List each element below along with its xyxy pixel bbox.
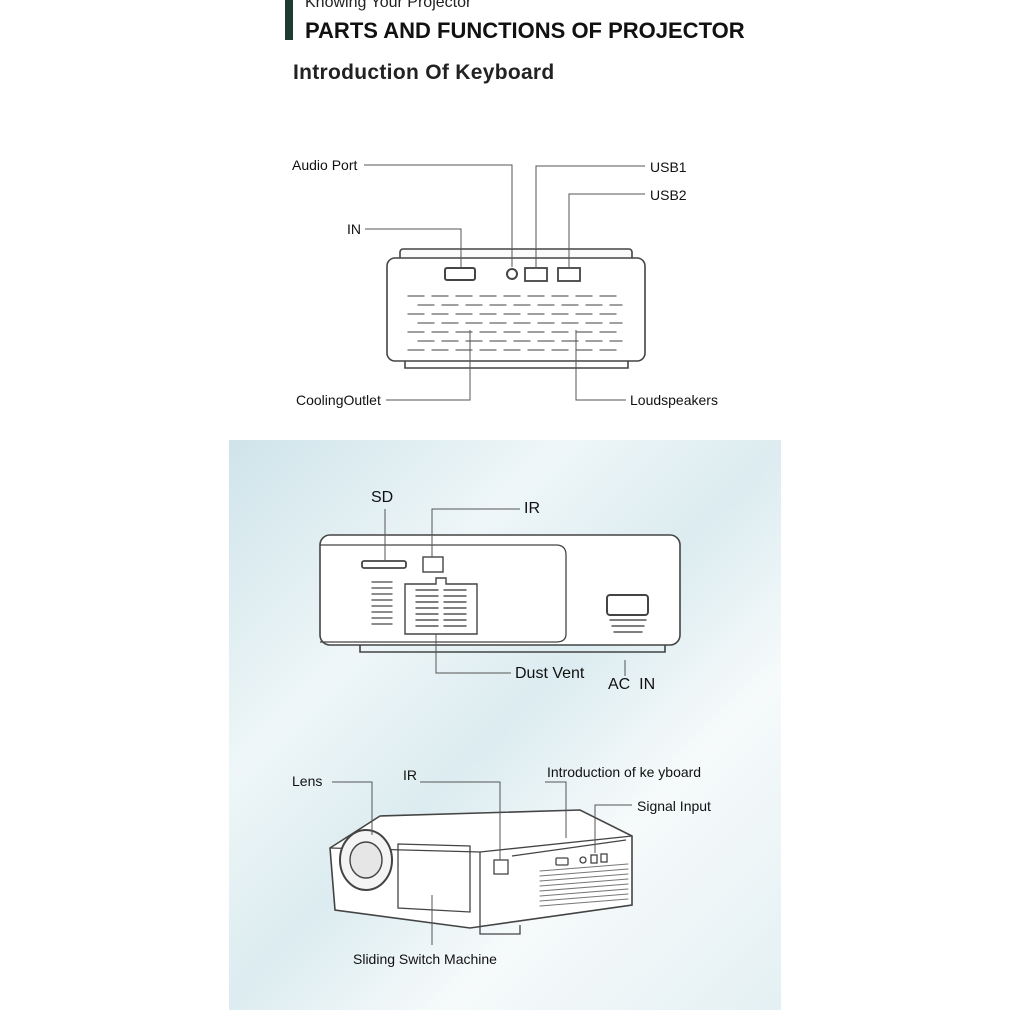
label-signal-input: Signal Input <box>637 798 711 814</box>
accent-bar <box>285 0 293 40</box>
label-ir-front: IR <box>403 767 417 783</box>
label-dust-vent: Dust Vent <box>515 665 585 682</box>
section-label: Knowing Your Projector <box>305 0 472 11</box>
label-usb2: USB2 <box>650 187 687 203</box>
side-vent-grille <box>371 581 393 625</box>
bottom-view-leaders <box>384 508 626 676</box>
ir-sensor-icon <box>422 556 444 573</box>
front-vent-grille <box>539 863 629 907</box>
label-keyboard: Introduction of ke yboard <box>547 764 702 780</box>
hdmi-port-icon <box>444 267 476 281</box>
label-cooling-outlet: CoolingOutlet <box>296 392 381 408</box>
bottom-view-projector <box>319 534 681 653</box>
label-ac-in: AC IN <box>608 676 656 693</box>
front-view-projector <box>329 809 633 935</box>
lens-icon <box>339 829 393 891</box>
audio-port-icon <box>506 268 518 280</box>
label-usb1: USB1 <box>650 159 687 175</box>
back-vent-grille <box>407 295 623 351</box>
front-ports-icon <box>555 853 608 866</box>
back-view-leaders <box>364 164 645 401</box>
label-sliding-switch: Sliding Switch Machine <box>353 951 497 967</box>
ac-socket-icon <box>606 594 649 616</box>
label-sd: SD <box>371 489 394 506</box>
front-view-leaders <box>332 781 632 945</box>
label-ir-bottom: IR <box>524 500 540 517</box>
sd-slot-icon <box>361 560 407 569</box>
dust-vent-grille <box>415 589 467 627</box>
back-view-projector <box>386 248 646 369</box>
page-title: PARTS AND FUNCTIONS OF PROJECTOR <box>305 18 745 43</box>
label-lens: Lens <box>292 773 323 789</box>
label-loudspeakers: Loudspeakers <box>630 392 718 408</box>
label-audio-port: Audio Port <box>292 157 358 173</box>
subtitle: Introduction Of Keyboard <box>293 61 555 84</box>
label-in: IN <box>347 221 361 237</box>
front-ir-sensor-icon <box>493 859 509 875</box>
ac-vent-grille <box>609 619 647 633</box>
